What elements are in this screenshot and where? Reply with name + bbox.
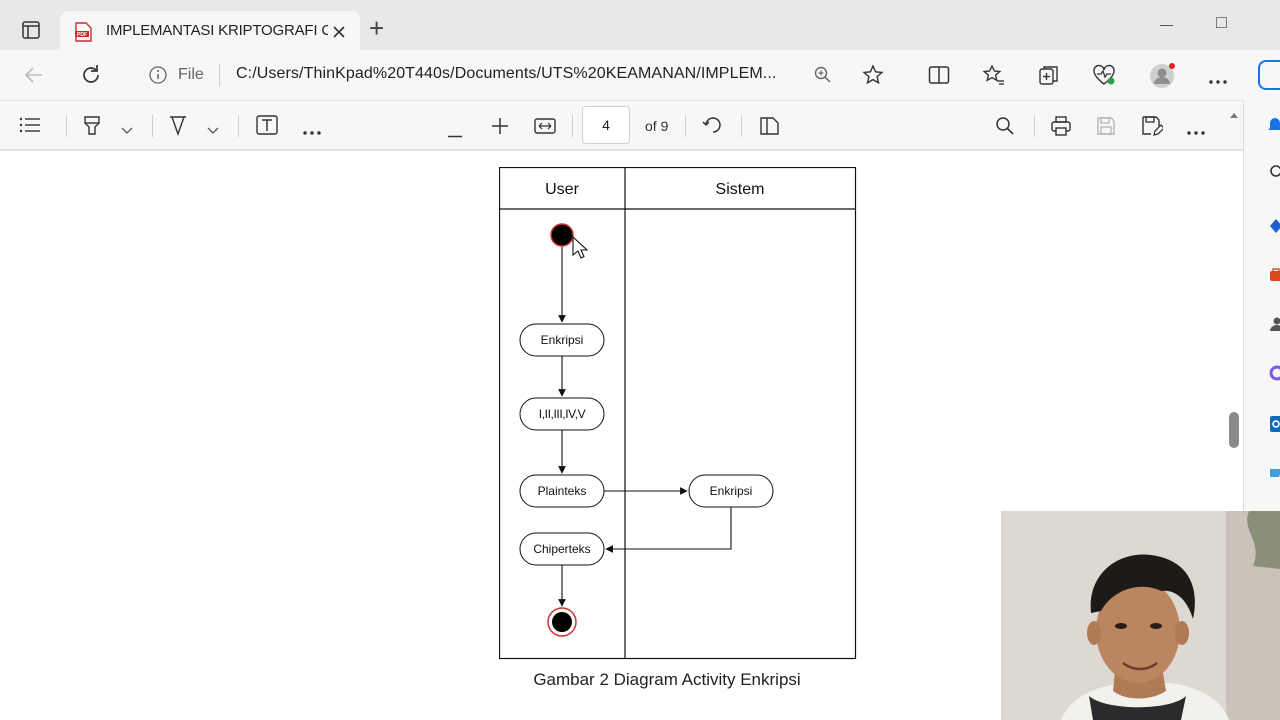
save-as-icon[interactable] [1141, 115, 1165, 142]
sidebar-games-icon[interactable] [1268, 316, 1280, 337]
person-eye [1115, 623, 1127, 629]
pdf-toolbar: 4 of 9 [0, 100, 1243, 150]
person-hair [1090, 554, 1195, 619]
lane-user-label: User [545, 181, 579, 198]
more-icon[interactable] [1186, 123, 1206, 141]
activity-plainteks-label: Plainteks [538, 484, 587, 498]
sidebar-search-icon[interactable] [1268, 164, 1280, 185]
scroll-up-icon[interactable] [1229, 106, 1239, 124]
zoom-out-icon[interactable] [447, 125, 463, 143]
contents-icon[interactable] [19, 117, 41, 138]
chevron-down-icon[interactable] [207, 122, 219, 140]
toolbar-divider [66, 115, 67, 137]
sidebar-search-button[interactable] [1258, 60, 1280, 90]
url-field[interactable]: C:/Users/ThinKpad%20T440s/Documents/UTS%… [236, 65, 777, 82]
toolbar-divider [238, 115, 239, 137]
chevron-down-icon[interactable] [121, 122, 133, 140]
person-face [1096, 579, 1180, 683]
start-node [550, 223, 574, 247]
info-icon[interactable] [148, 65, 168, 90]
person-eye [1150, 623, 1162, 629]
zoom-icon[interactable] [814, 66, 832, 89]
person-mouth [1122, 661, 1158, 671]
sidebar-bell-icon[interactable] [1268, 117, 1280, 138]
activity-roman-steps-label: I,II,III,IV,V [539, 407, 586, 421]
tab-actions-icon[interactable] [22, 21, 40, 44]
window-maximize-button[interactable]: □ [1216, 12, 1227, 32]
refresh-icon[interactable] [80, 64, 102, 91]
toolbar-divider [685, 115, 686, 137]
tab-strip: PDF IMPLEMANTASI KRIPTOGRAFI C/ + — □ [0, 0, 1280, 50]
sidebar-office-icon[interactable] [1268, 365, 1280, 386]
highlight-icon[interactable] [82, 114, 102, 141]
collections-icon[interactable] [1038, 64, 1060, 91]
address-divider [219, 64, 220, 86]
profile-avatar-icon[interactable] [1148, 62, 1176, 95]
sidebar-shopping-icon[interactable] [1268, 218, 1280, 239]
tab-active[interactable]: PDF IMPLEMANTASI KRIPTOGRAFI C/ [60, 11, 360, 50]
favorites-icon[interactable] [982, 64, 1006, 91]
figure-caption: Gambar 2 Diagram Activity Enkripsi [533, 670, 801, 689]
window-minimize-button[interactable]: — [1160, 17, 1173, 32]
more-icon[interactable] [302, 123, 322, 141]
text-icon[interactable] [256, 115, 278, 140]
webcam-overlay [1001, 511, 1280, 720]
tab-title: IMPLEMANTASI KRIPTOGRAFI C/ [106, 22, 328, 39]
browser-essentials-icon[interactable] [1092, 64, 1116, 91]
fit-page-icon[interactable] [534, 117, 556, 140]
activity-chiperteks-label: Chiperteks [533, 542, 590, 556]
sidebar-drop-icon[interactable] [1268, 466, 1280, 484]
search-icon[interactable] [995, 116, 1015, 141]
activity-enkripsi-user-label: Enkripsi [541, 333, 584, 347]
sidebar-tools-icon[interactable] [1268, 268, 1280, 287]
rotate-icon[interactable] [702, 114, 724, 141]
back-icon[interactable] [24, 66, 44, 89]
page-view-icon[interactable] [758, 116, 780, 141]
mouse-cursor-icon [572, 235, 589, 265]
new-tab-button[interactable]: + [369, 13, 385, 43]
page-number-input[interactable]: 4 [582, 106, 630, 144]
split-screen-icon[interactable] [928, 65, 950, 90]
toolbar-divider [741, 115, 742, 137]
save-icon[interactable] [1096, 116, 1116, 141]
toolbar-divider [152, 115, 153, 137]
toolbar-divider [572, 115, 573, 137]
flow-arrow [605, 507, 732, 553]
draw-icon[interactable] [168, 114, 188, 141]
page-total-label: of 9 [645, 118, 669, 134]
favorite-star-icon[interactable] [862, 64, 884, 91]
zoom-in-icon[interactable] [491, 117, 509, 140]
address-bar: File C:/Users/ThinKpad%20T440s/Documents… [0, 50, 1280, 100]
activity-diagram: User Sistem Enkripsi I,II,III,IV,V Plain… [498, 166, 857, 660]
person-shirt-collar [1089, 696, 1186, 720]
file-label[interactable]: File [178, 66, 204, 83]
end-node-inner [552, 612, 572, 632]
lane-sistem-label: Sistem [716, 181, 765, 198]
webcam-plant [1247, 511, 1280, 569]
person-ear [1087, 621, 1101, 645]
more-icon[interactable] [1208, 72, 1228, 90]
scrollbar-thumb[interactable] [1229, 412, 1239, 448]
print-icon[interactable] [1050, 116, 1072, 141]
close-icon[interactable] [332, 25, 346, 44]
pdf-file-icon: PDF [74, 22, 92, 47]
toolbar-divider [1034, 115, 1035, 137]
activity-enkripsi-sistem-label: Enkripsi [710, 484, 753, 498]
sidebar-outlook-icon[interactable] [1268, 415, 1280, 438]
svg-text:PDF: PDF [77, 32, 87, 38]
person-ear [1175, 621, 1189, 645]
